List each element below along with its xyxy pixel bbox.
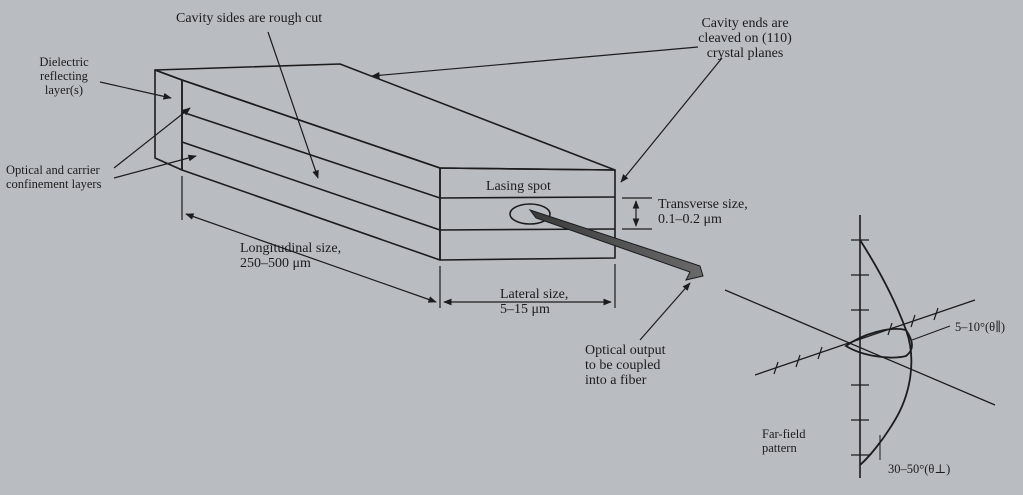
lateral-size-label: Lateral size, 5–15 μm	[500, 287, 569, 317]
cavity-ends-leader-top	[371, 46, 699, 79]
farfield-axis-diagonal-2	[724, 289, 996, 406]
layer-line-front-1	[439, 196, 616, 199]
chip-side-face	[181, 79, 441, 261]
cavity-sides-label: Cavity sides are rough cut	[176, 11, 323, 26]
farfield-lobe-perpendicular	[859, 239, 913, 466]
farfield-axis-diagonal-1	[754, 299, 976, 376]
lasing-spot-label: Lasing spot	[486, 179, 551, 194]
confinement-label: Optical and carrier confinement layers	[6, 163, 102, 191]
layer-line-1	[181, 111, 441, 199]
chip-top-face	[154, 63, 616, 171]
theta-parallel-label: 5–10°(θ∥)	[955, 320, 1006, 334]
dielectric-leader	[99, 81, 172, 100]
laser-chip	[154, 63, 616, 261]
longitudinal-dimension	[185, 213, 437, 303]
cavity-sides-leader	[267, 31, 319, 179]
optical-output-label: Optical output to be coupled into a fibe…	[585, 343, 666, 388]
dielectric-label: Dielectric reflecting layer(s)	[39, 55, 89, 97]
lasing-spot-ellipse	[509, 203, 551, 225]
output-beam	[528, 209, 704, 281]
cavity-ends-label: Cavity ends are cleaved on (110) crystal…	[698, 16, 792, 61]
far-field-pattern	[724, 215, 996, 478]
far-field-label: Far-field pattern	[762, 427, 806, 455]
longitudinal-size-label: Longitudinal size, 250–500 μm	[240, 241, 342, 271]
theta-parallel-leader	[911, 325, 951, 341]
optical-output-leader	[639, 282, 691, 341]
theta-perp-label: 30–50°(θ⊥)	[888, 462, 951, 476]
cavity-ends-leader-front	[620, 57, 723, 183]
confinement-leader-2	[113, 154, 197, 179]
farfield-lobe-parallel	[844, 328, 913, 359]
confinement-leader-1	[113, 107, 191, 169]
chip-back-face	[154, 69, 183, 171]
transverse-size-label: Transverse size, 0.1–0.2 μm	[658, 197, 748, 227]
